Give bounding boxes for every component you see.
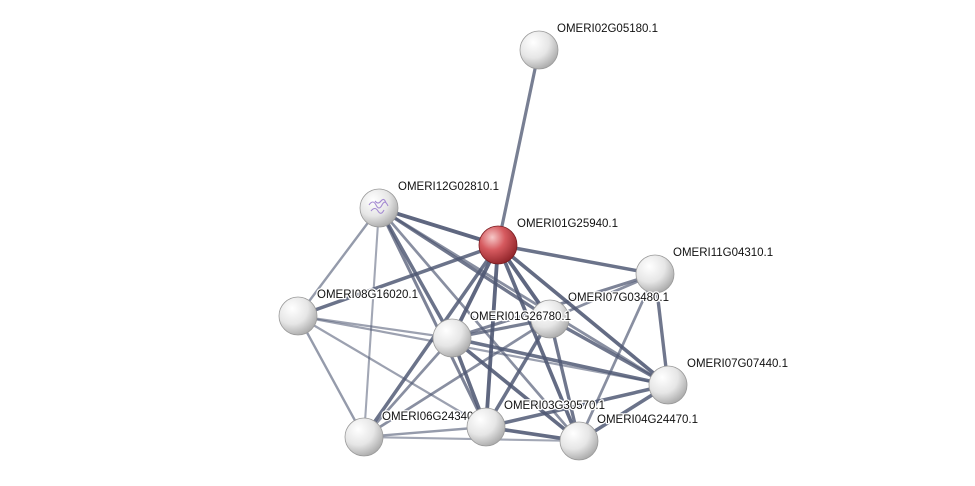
node-label: OMERI08G16020.1 <box>317 289 418 301</box>
node-omeri02g05180-1[interactable]: OMERI02G05180.1 <box>519 22 659 70</box>
node-omeri03g30570-1[interactable]: OMERI03G30570.1 <box>466 399 606 447</box>
node-label: OMERI11G04310.1 <box>673 247 773 259</box>
edge-omeri12g02810-1-to-omeri06g24340-1[interactable] <box>362 206 381 439</box>
node-circle[interactable] <box>278 296 318 336</box>
edge-omeri01g26780-1-to-omeri07g07440-1[interactable] <box>450 336 670 387</box>
edge-omeri08g16020-1-to-omeri03g30570-1[interactable] <box>296 314 488 429</box>
edge-omeri12g02810-1-to-omeri07g07440-1[interactable] <box>377 206 670 387</box>
edge-omeri08g16020-1-to-omeri01g26780-1[interactable] <box>296 314 454 340</box>
edge-omeri01g25940-1-to-omeri02g05180-1[interactable] <box>496 48 541 247</box>
node-omeri11g04310-1[interactable]: OMERI11G04310.1 <box>635 246 774 294</box>
edge-omeri01g26780-1-to-omeri06g24340-1[interactable] <box>362 336 454 439</box>
node-omeri08g16020-1[interactable]: OMERI08G16020.1 <box>278 288 419 336</box>
edge-omeri07g07440-1-to-omeri03g30570-1[interactable] <box>484 383 670 429</box>
edge-omeri07g03480-1-to-omeri04g24470-1[interactable] <box>548 317 581 443</box>
edge-omeri07g03480-1-to-omeri06g24340-1[interactable] <box>362 317 552 439</box>
node-circle[interactable] <box>530 299 570 339</box>
edge-omeri12g02810-1-to-omeri03g30570-1[interactable] <box>377 206 488 429</box>
node-label: OMERI07G07440.1 <box>687 358 788 370</box>
node-label: OMERI01G26780.1 <box>470 311 571 323</box>
node-circle[interactable] <box>432 318 472 358</box>
node-omeri01g26780-1[interactable]: OMERI01G26780.1 <box>432 310 572 358</box>
node-omeri01g25940-1[interactable]: OMERI01G25940.1 <box>478 217 619 265</box>
edge-omeri12g02810-1-to-omeri08g16020-1[interactable] <box>296 206 381 318</box>
edge-omeri08g16020-1-to-omeri06g24340-1[interactable] <box>296 314 366 439</box>
query-node-circle[interactable] <box>478 225 518 265</box>
node-omeri12g02810-1[interactable]: OMERI12G02810.1 <box>359 180 500 228</box>
node-omeri06g24340-1[interactable]: OMERI06G24340.1 <box>344 410 484 457</box>
edge-omeri08g16020-1-to-omeri07g07440-1[interactable] <box>296 314 670 387</box>
node-label: OMERI01G25940.1 <box>517 218 618 230</box>
node-circle[interactable] <box>635 254 675 294</box>
node-label: OMERI02G05180.1 <box>557 23 658 35</box>
node-label: OMERI04G24470.1 <box>597 414 698 426</box>
edge-omeri06g24340-1-to-omeri03g30570-1[interactable] <box>362 425 488 439</box>
edge-omeri01g26780-1-to-omeri04g24470-1[interactable] <box>450 336 581 443</box>
edge-omeri07g03480-1-to-omeri03g30570-1[interactable] <box>484 317 552 429</box>
node-label: OMERI12G02810.1 <box>398 181 499 193</box>
node-circle[interactable] <box>466 407 506 447</box>
edge-omeri01g25940-1-to-omeri12g02810-1[interactable] <box>377 206 500 247</box>
node-circle[interactable] <box>559 421 599 461</box>
edge-omeri12g02810-1-to-omeri04g24470-1[interactable] <box>377 206 581 443</box>
node-label: OMERI06G24340.1 <box>382 411 483 423</box>
edge-omeri07g03480-1-to-omeri07g07440-1[interactable] <box>548 317 670 387</box>
edge-omeri01g25940-1-to-omeri03g30570-1[interactable] <box>484 243 500 429</box>
node-circle[interactable] <box>519 30 559 70</box>
nodes-layer: OMERI02G05180.1OMERI12G02810.1OMERI01G25… <box>278 22 789 461</box>
node-label: OMERI03G30570.1 <box>504 400 605 412</box>
node-omeri07g07440-1[interactable]: OMERI07G07440.1 <box>648 357 789 405</box>
protein-structure-icon <box>368 198 389 214</box>
edge-omeri01g25940-1-to-omeri08g16020-1[interactable] <box>296 243 500 318</box>
node-omeri07g03480-1[interactable]: OMERI07G03480.1 <box>530 291 670 339</box>
node-omeri04g24470-1[interactable]: OMERI04G24470.1 <box>559 413 699 461</box>
node-circle[interactable] <box>344 417 384 457</box>
node-label: OMERI07G03480.1 <box>568 292 669 304</box>
node-circle[interactable] <box>648 365 688 405</box>
edge-omeri01g25940-1-to-omeri11g04310-1[interactable] <box>496 243 657 276</box>
edge-omeri01g25940-1-to-omeri07g07440-1[interactable] <box>496 243 670 387</box>
